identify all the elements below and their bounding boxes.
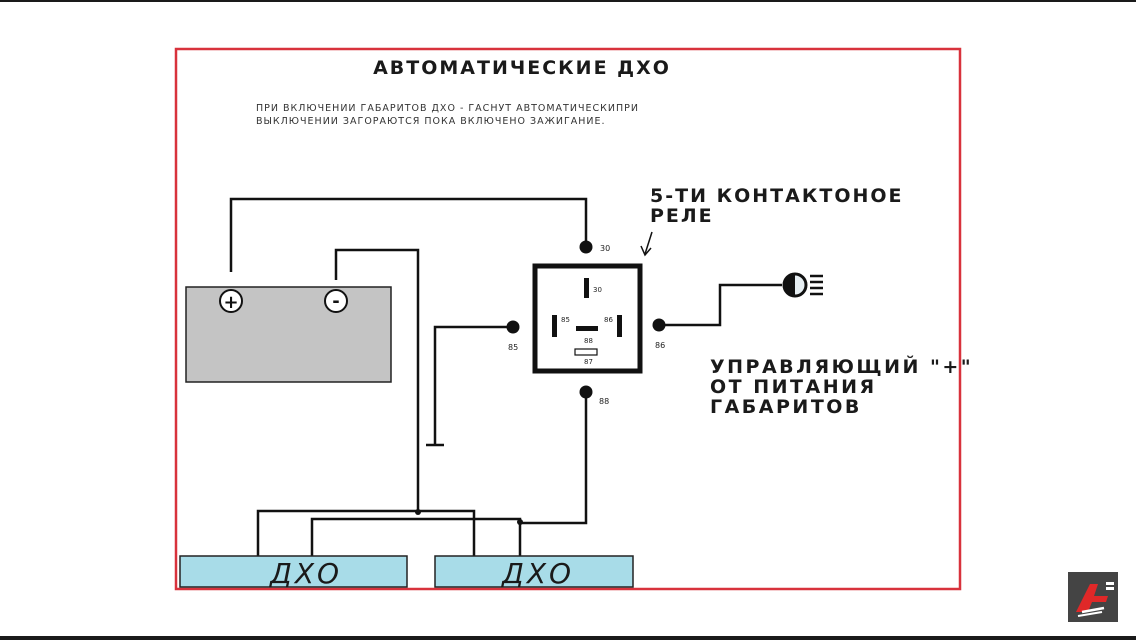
relay-inner-label-88: 88 [584, 337, 593, 345]
wire-ground-bus [256, 509, 476, 556]
wire-plus-bus [310, 517, 522, 556]
battery-plus-sign: + [223, 292, 238, 313]
wire-86-to-headlight [660, 283, 782, 327]
relay-contact-85 [552, 315, 557, 337]
relay-contact-86 [617, 315, 622, 337]
diagram-frame [174, 47, 962, 591]
bottom-border [0, 636, 1136, 640]
battery: + - [185, 286, 392, 383]
wire-battery-plus-to-30 [229, 197, 588, 272]
pin-label-85: 85 [508, 343, 518, 352]
headlight-icon [782, 272, 823, 298]
wire-battery-minus-ground [334, 248, 420, 512]
pin-85 [506, 320, 520, 334]
relay: 30 85 86 88 87 [532, 263, 643, 374]
junction-dot-ground [415, 509, 421, 515]
drl-left-label: ДХО [268, 557, 342, 590]
control-label-line-2: ОТ ПИТАНИЯ [710, 376, 877, 398]
relay-contact-87 [574, 348, 598, 356]
relay-label-arrow [644, 231, 653, 255]
relay-inner-label-30: 30 [593, 286, 602, 294]
battery-body [185, 286, 392, 383]
pin-label-88: 88 [599, 397, 609, 406]
wires [229, 197, 782, 556]
drl-right-body [434, 555, 634, 588]
relay-label-line-2: РЕЛЕ [650, 205, 714, 227]
wire-85-ground [433, 325, 512, 445]
relay-inner-label-87: 87 [584, 358, 593, 366]
relay-contact-88 [576, 326, 598, 331]
relay-inner-label-85: 85 [561, 316, 570, 324]
pin-label-30: 30 [600, 244, 610, 253]
drl-left-body [179, 555, 408, 588]
battery-plus-terminal [219, 289, 243, 313]
pin-88 [579, 385, 593, 399]
control-label-line-1: УПРАВЛЯЮЩИЙ "+" [710, 355, 973, 378]
pin-30 [579, 240, 593, 254]
drl-left: ДХО [179, 555, 408, 590]
wire-88-to-drl [520, 392, 588, 525]
description-line-2: ВЫКЛЮЧЕНИИ ЗАГОРАЮТСЯ ПОКА ВКЛЮЧЕНО ЗАЖИ… [256, 116, 606, 127]
relay-inner-label-86: 86 [604, 316, 613, 324]
junction-dot-plus [517, 519, 523, 525]
pin-86 [652, 318, 666, 332]
top-border [0, 0, 1136, 2]
control-label-line-3: ГАБАРИТОВ [710, 396, 862, 418]
relay-contact-30 [584, 278, 589, 298]
relay-label-arrowhead [640, 245, 652, 257]
pin-label-86: 86 [655, 341, 665, 350]
channel-logo-icon [1068, 572, 1118, 622]
drl-right: ДХО [434, 555, 634, 590]
diagram-title: АВТОМАТИЧЕСКИЕ ДХО [373, 57, 671, 79]
description-line-1: ПРИ ВКЛЮЧЕНИИ ГАБАРИТОВ ДХО - ГАСНУТ АВТ… [256, 103, 639, 114]
drl-right-label: ДХО [500, 557, 574, 590]
battery-minus-terminal [324, 289, 348, 313]
relay-label-line-1: 5-ТИ КОНТАКТОНОЕ [650, 185, 904, 207]
battery-minus-sign: - [332, 291, 339, 312]
